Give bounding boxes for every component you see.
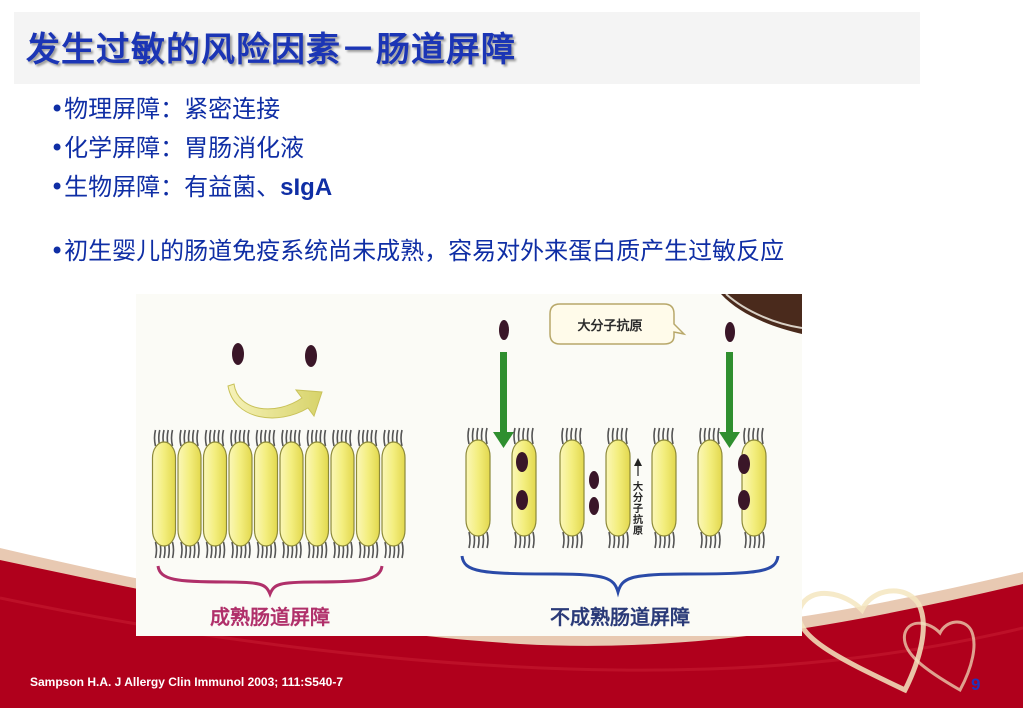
epithelial-cell bbox=[511, 427, 537, 549]
antigen-dot bbox=[589, 471, 599, 489]
bullet-marker: • bbox=[50, 134, 65, 162]
citation: Sampson H.A. J Allergy Clin Immunol 2003… bbox=[30, 675, 344, 689]
epithelial-cell bbox=[304, 429, 330, 559]
page-number: 9 bbox=[971, 675, 981, 694]
bullet-strong-text: sIgA bbox=[280, 174, 333, 201]
epithelial-cell bbox=[465, 427, 491, 549]
epithelial-cell bbox=[559, 427, 585, 549]
spacer bbox=[50, 207, 960, 233]
bullet-marker: • bbox=[50, 173, 65, 201]
epithelial-cell bbox=[355, 429, 381, 559]
redirect-arrow-icon bbox=[227, 383, 323, 419]
epithelial-cell bbox=[279, 429, 304, 559]
epithelial-cell bbox=[228, 429, 253, 559]
paragraph-text: 初生婴儿的肠道免疫系统尚未成熟，容易对外来蛋白质产生过敏反应 bbox=[64, 237, 785, 265]
gap-vertical-label: 大分子抗原 bbox=[633, 480, 643, 537]
bullet-item: •物理屏障：紧密连接 bbox=[50, 90, 960, 129]
barrier-diagram: 大分子抗原 bbox=[151, 294, 802, 629]
antigen-gap-dots bbox=[516, 452, 750, 515]
mature-brace bbox=[156, 565, 384, 599]
epithelial-cell bbox=[151, 429, 177, 559]
bullet-item: •化学屏障：胃肠消化液 bbox=[50, 129, 960, 168]
epithelial-cell bbox=[697, 427, 723, 549]
epithelial-cell bbox=[253, 429, 279, 559]
barrier-illustration: 大分子抗原 bbox=[136, 294, 802, 636]
epithelial-cell bbox=[177, 429, 202, 559]
antigen-dot bbox=[738, 454, 750, 474]
immature-cell-row bbox=[465, 427, 767, 549]
bullet-text: 紧密连接 bbox=[184, 95, 281, 123]
antigen-dot bbox=[305, 345, 317, 367]
antigen-dot bbox=[589, 497, 599, 515]
epithelial-cell bbox=[381, 429, 406, 559]
antigen-dot bbox=[499, 320, 509, 340]
gap-annotation: 大分子抗原 bbox=[633, 458, 643, 537]
bullet-text: 胃肠消化液 bbox=[184, 134, 305, 162]
antigen-dot bbox=[738, 490, 750, 510]
title-band bbox=[14, 12, 920, 84]
bullet-list: •物理屏障：紧密连接 •化学屏障：胃肠消化液 •生物屏障：有益菌、sIgA •初… bbox=[50, 90, 960, 270]
bullet-marker: • bbox=[50, 95, 65, 123]
bullet-marker: • bbox=[50, 237, 65, 265]
antigen-dot bbox=[516, 452, 528, 472]
bullet-label: 物理屏障： bbox=[64, 95, 185, 123]
bullet-paragraph: •初生婴儿的肠道免疫系统尚未成熟，容易对外来蛋白质产生过敏反应 bbox=[50, 233, 960, 270]
callout-label: 大分子抗原 bbox=[577, 318, 642, 334]
epithelial-cell bbox=[605, 427, 631, 549]
heart-outline-icon bbox=[796, 588, 976, 694]
immature-barrier-label: 不成熟肠道屏障 bbox=[550, 605, 690, 629]
callout-bubble: 大分子抗原 bbox=[549, 303, 687, 345]
bullet-label: 生物屏障： bbox=[64, 173, 185, 201]
bullet-item: •生物屏障：有益菌、sIgA bbox=[50, 168, 960, 207]
antigen-dot bbox=[725, 322, 735, 342]
immature-brace bbox=[460, 555, 780, 598]
antigen-dot bbox=[232, 343, 244, 365]
mature-barrier-label: 成熟肠道屏障 bbox=[210, 605, 330, 629]
green-arrow-icon bbox=[719, 352, 740, 448]
epithelial-cell bbox=[202, 429, 228, 559]
bullet-label: 化学屏障： bbox=[64, 134, 185, 162]
epithelial-cell bbox=[330, 429, 355, 559]
green-arrow-icon bbox=[493, 352, 514, 448]
epithelial-cell bbox=[741, 427, 767, 549]
antigen-dot bbox=[516, 490, 528, 510]
epithelial-cell bbox=[651, 427, 677, 549]
mature-cell-row bbox=[151, 429, 406, 559]
slide-title: 发生过敏的风险因素－肠道屏障 bbox=[26, 30, 516, 70]
bullet-text: 有益菌、 bbox=[184, 173, 281, 201]
